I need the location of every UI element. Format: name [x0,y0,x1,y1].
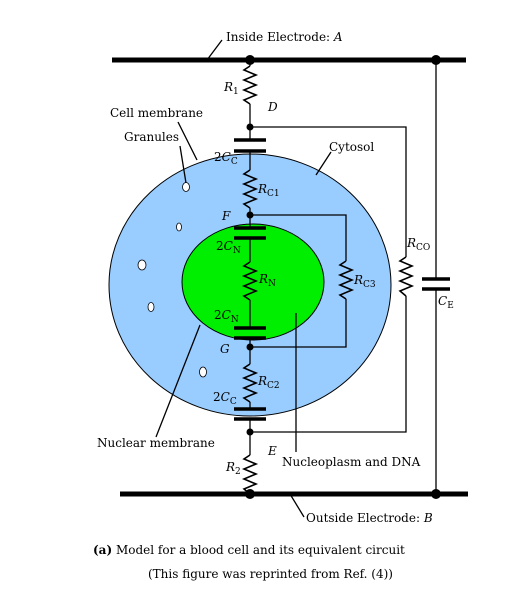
granule [182,182,190,192]
cn-top-label: 2CN [216,239,241,256]
granule [176,222,182,232]
node-f-label: F [221,209,231,223]
leader-line [206,39,223,61]
resistor-rc2 [241,363,259,403]
node-d-label: D [267,100,278,114]
inside-electrode-label: Inside Electrode: A [226,30,343,44]
rn-label: RN [258,272,276,289]
granule [147,302,155,312]
cytosol-label: Cytosol [329,140,374,154]
outside-electrode-label: Outside Electrode: B [306,511,433,525]
cc-top-label: 2CC [214,150,238,167]
resistor-rn [241,261,259,301]
granules-label: Granules [124,130,179,144]
rc2-label: RC2 [257,374,280,391]
leader-line [179,145,187,184]
granule [137,259,147,271]
rc3-label: RC3 [353,273,376,290]
resistor-rc3 [337,260,355,300]
resistor-r1 [241,65,259,105]
nuclear-membrane-label: Nuclear membrane [97,436,215,450]
leader-line [315,151,332,176]
nucleoplasm-label: Nucleoplasm and DNA [282,455,421,469]
resistor-rco [397,256,415,297]
rc3-branch [250,214,355,348]
node-g-label: G [220,342,230,356]
rco-branch [250,126,415,433]
rc1-label: RC1 [257,182,280,199]
r2-label: R2 [225,460,241,477]
main-chain [234,60,266,495]
granule [199,366,207,378]
ce-branch [422,60,450,494]
r1-label: R1 [223,80,239,97]
cell-membrane-label: Cell membrane [110,106,203,120]
cn-bottom-label: 2CN [214,308,239,325]
granules [137,182,207,378]
caption-line-1: (a) Model for a blood cell and its equiv… [93,543,405,557]
leader-line [155,324,201,438]
caption-line-2: (This figure was reprinted from Ref. (4)… [148,567,393,581]
node-e-label: E [267,444,277,458]
resistor-r2 [241,454,259,495]
resistor-rc1 [241,169,259,209]
ce-label: CE [438,294,454,311]
leader-line [177,121,198,161]
rco-label: RCO [406,236,430,253]
leader-line [289,493,305,518]
cc-bottom-label: 2CC [213,390,237,407]
